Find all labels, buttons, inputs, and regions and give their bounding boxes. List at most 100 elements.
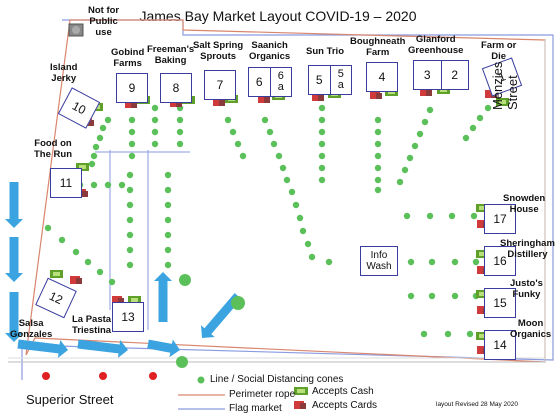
cone-icon bbox=[299, 227, 307, 235]
cone-icon bbox=[234, 140, 242, 148]
cones-layer bbox=[44, 104, 492, 338]
cone-icon bbox=[126, 171, 134, 179]
card-icon bbox=[258, 95, 270, 103]
street-marker-icon bbox=[42, 372, 50, 380]
cone-icon bbox=[288, 188, 296, 196]
cone-icon bbox=[128, 152, 136, 160]
cone-icon bbox=[151, 140, 159, 148]
cone-icon bbox=[318, 152, 326, 160]
cone-icon bbox=[451, 292, 459, 300]
map-title: James Bay Market Layout COVID-19 – 2020 bbox=[139, 8, 417, 24]
cone-icon bbox=[466, 330, 474, 338]
menzies-street-label: Menzies Street bbox=[490, 61, 520, 110]
cone-icon bbox=[406, 154, 414, 162]
cone-icon bbox=[318, 116, 326, 124]
cone-icon bbox=[151, 116, 159, 124]
cone-icon bbox=[88, 160, 96, 168]
card-icon bbox=[213, 98, 225, 106]
arrow-icon bbox=[5, 182, 23, 228]
cone-icon bbox=[472, 258, 480, 266]
cone-icon bbox=[275, 152, 283, 160]
cone-icon bbox=[444, 330, 452, 338]
cone-icon bbox=[176, 140, 184, 148]
stall-3-2: 3 2 bbox=[413, 60, 469, 90]
cone-icon bbox=[96, 268, 104, 276]
cone-icon bbox=[325, 258, 333, 266]
stall-13: 13 bbox=[112, 302, 144, 332]
stall-9: 9 bbox=[116, 73, 148, 103]
arrow-icon bbox=[5, 292, 23, 342]
large-cone-icon bbox=[176, 356, 188, 368]
cone-icon bbox=[151, 128, 159, 136]
cone-icon bbox=[292, 201, 300, 209]
cone-icon bbox=[72, 248, 80, 256]
cash-icon bbox=[496, 98, 509, 106]
cone-icon bbox=[403, 212, 411, 220]
cone-icon bbox=[270, 140, 278, 148]
cone-icon bbox=[308, 253, 316, 261]
cone-icon bbox=[108, 278, 116, 286]
stall-8: 8 bbox=[160, 73, 192, 103]
cone-icon bbox=[126, 231, 134, 239]
cone-icon bbox=[126, 261, 134, 269]
cone-icon bbox=[90, 152, 98, 160]
cone-icon bbox=[126, 216, 134, 224]
cone-icon bbox=[304, 240, 312, 248]
cone-icon bbox=[451, 258, 459, 266]
stall-15: 15 bbox=[484, 288, 516, 318]
cone-icon bbox=[428, 258, 436, 266]
arrows-layer bbox=[5, 182, 242, 358]
cash-icon bbox=[385, 88, 398, 96]
label-sun-trio: Sun Trio bbox=[306, 46, 344, 57]
cone-icon bbox=[164, 231, 172, 239]
cash-icon bbox=[476, 204, 489, 212]
arrow-icon bbox=[77, 339, 128, 358]
cone-icon bbox=[470, 212, 478, 220]
cone-icon bbox=[374, 152, 382, 160]
cone-icon bbox=[151, 104, 159, 112]
card-icon bbox=[420, 88, 432, 96]
cone-icon bbox=[421, 118, 429, 126]
cone-icon bbox=[176, 128, 184, 136]
legend-cash-icon bbox=[294, 387, 308, 395]
card-icon bbox=[370, 91, 382, 99]
cone-icon bbox=[128, 128, 136, 136]
cone-icon bbox=[224, 116, 232, 124]
street-dots-layer bbox=[42, 372, 157, 380]
cone-icon bbox=[318, 176, 326, 184]
cone-icon bbox=[396, 178, 404, 186]
cone-icon bbox=[407, 292, 415, 300]
cone-icon bbox=[462, 134, 470, 142]
cash-icon bbox=[50, 270, 63, 278]
card-icon bbox=[112, 296, 124, 304]
cone-icon bbox=[374, 128, 382, 136]
stall-11: 11 bbox=[50, 168, 82, 198]
cone-icon bbox=[104, 181, 112, 189]
stall-17: 17 bbox=[484, 204, 516, 234]
card-icon bbox=[312, 93, 324, 101]
cone-icon bbox=[104, 116, 112, 124]
cone-icon bbox=[318, 164, 326, 172]
cone-icon bbox=[318, 104, 326, 112]
cone-icon bbox=[283, 176, 291, 184]
cone-icon bbox=[126, 186, 134, 194]
large-cone-icon bbox=[179, 274, 191, 286]
cone-icon bbox=[118, 181, 126, 189]
cone-icon bbox=[58, 236, 66, 244]
cone-icon bbox=[428, 292, 436, 300]
cash-icon bbox=[476, 290, 489, 298]
cone-icon bbox=[164, 201, 172, 209]
cone-icon bbox=[92, 143, 100, 151]
